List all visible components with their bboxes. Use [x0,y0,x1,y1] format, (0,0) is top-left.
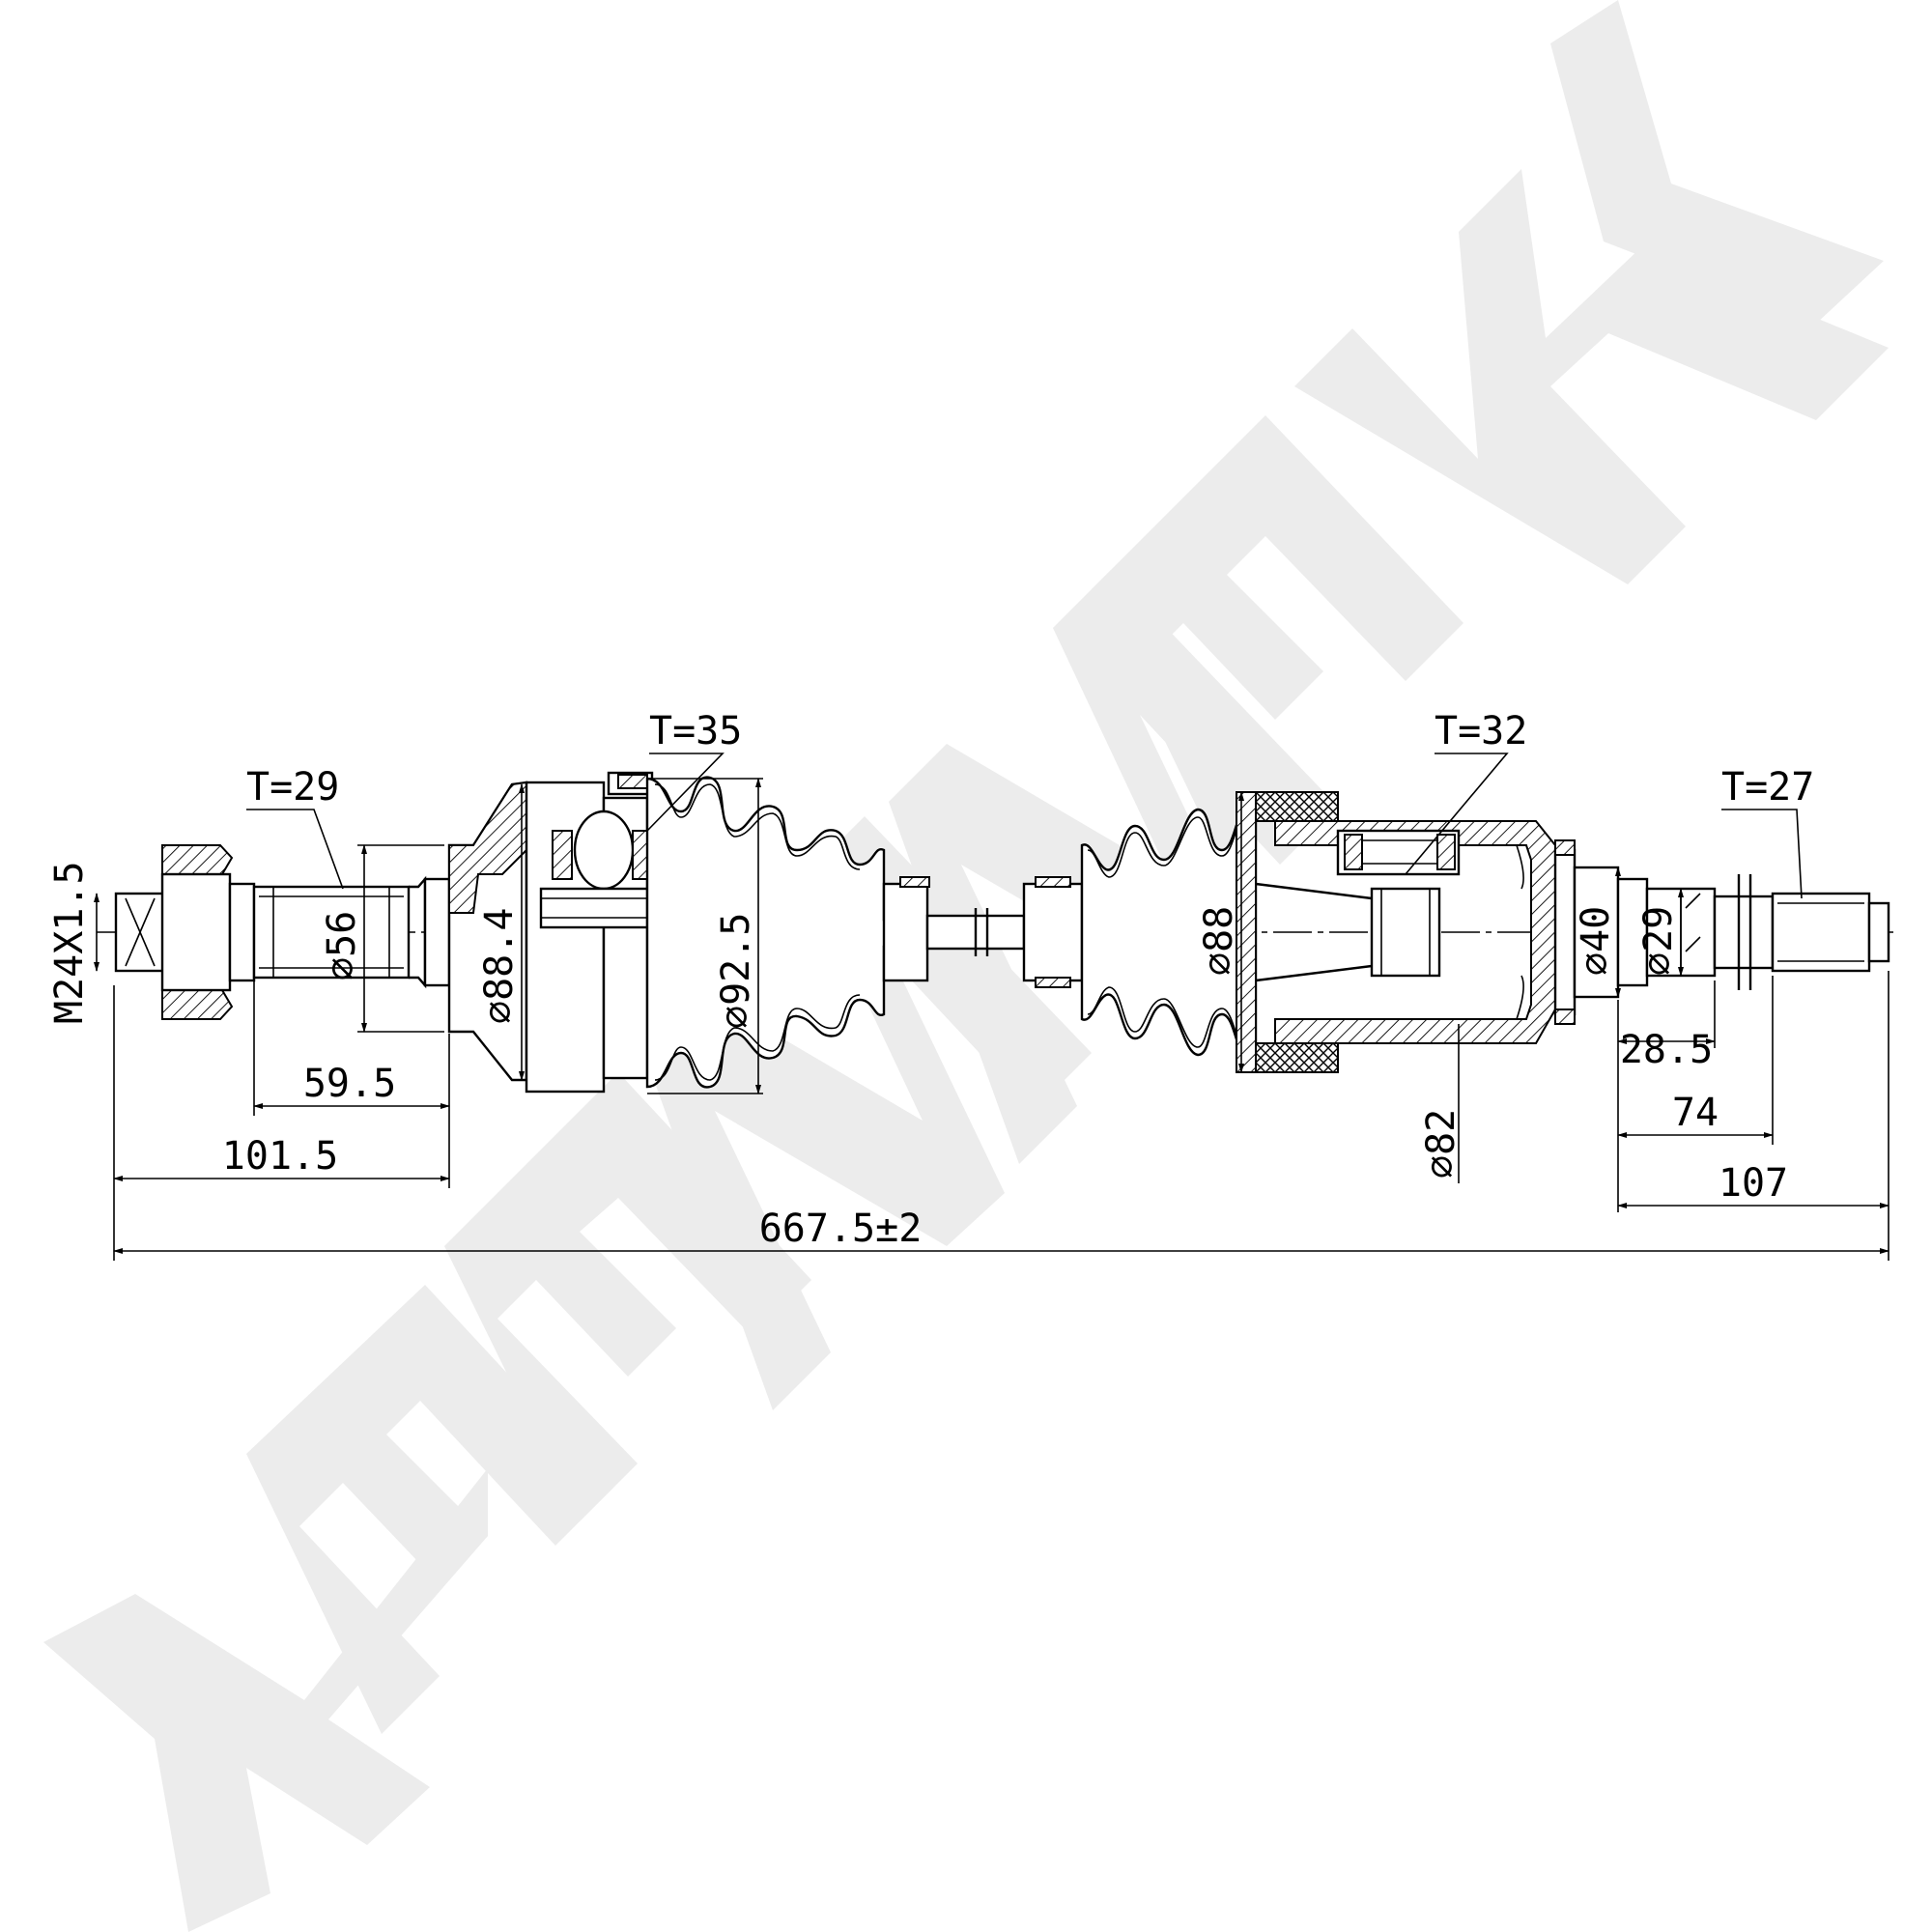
length-label-inner-seal: 28.5 [1620,1028,1713,1072]
diameter-label-outer-boot: ⌀92.5 [714,913,758,1029]
outer-stub [114,844,451,1020]
shaft [925,876,1084,988]
outer-cv-joint [447,771,654,1094]
diameter-label-outer-seal: ⌀56 [320,911,364,980]
inner-cv-joint [1236,791,1577,1073]
diameter-label-gearbox-spline: ⌀29 [1636,906,1681,976]
teeth-label-outer-spline: T=29 [246,765,339,810]
teeth-label-gearbox-spline: T=27 [1721,765,1814,810]
diameter-label-inner-boot: ⌀88 [1197,906,1241,976]
length-label-overall: 667.5±2 [759,1207,923,1251]
length-label-inner-stub: 107 [1719,1161,1788,1206]
diameter-label-outer-joint: ⌀88.4 [477,908,522,1024]
length-label-inner-spline: 74 [1672,1091,1719,1135]
length-label-outer-spline: 59.5 [303,1062,396,1106]
outer-boot [645,776,930,1089]
labels: M24X1.5 T=29 T=35 T=32 T=27 ⌀56 ⌀88.4 ⌀9… [47,709,1814,1251]
diameter-label-inner-seal: ⌀40 [1574,906,1618,976]
teeth-label-abs-ring: T=35 [649,709,742,753]
thread-label: M24X1.5 [47,861,92,1024]
diameter-label-inner-housing: ⌀82 [1419,1109,1463,1179]
teeth-label-inner-joint: T=32 [1435,709,1527,753]
length-label-outer-stub: 101.5 [222,1134,338,1179]
inner-stub [1573,866,1890,999]
dimension-lines [94,753,1889,1261]
